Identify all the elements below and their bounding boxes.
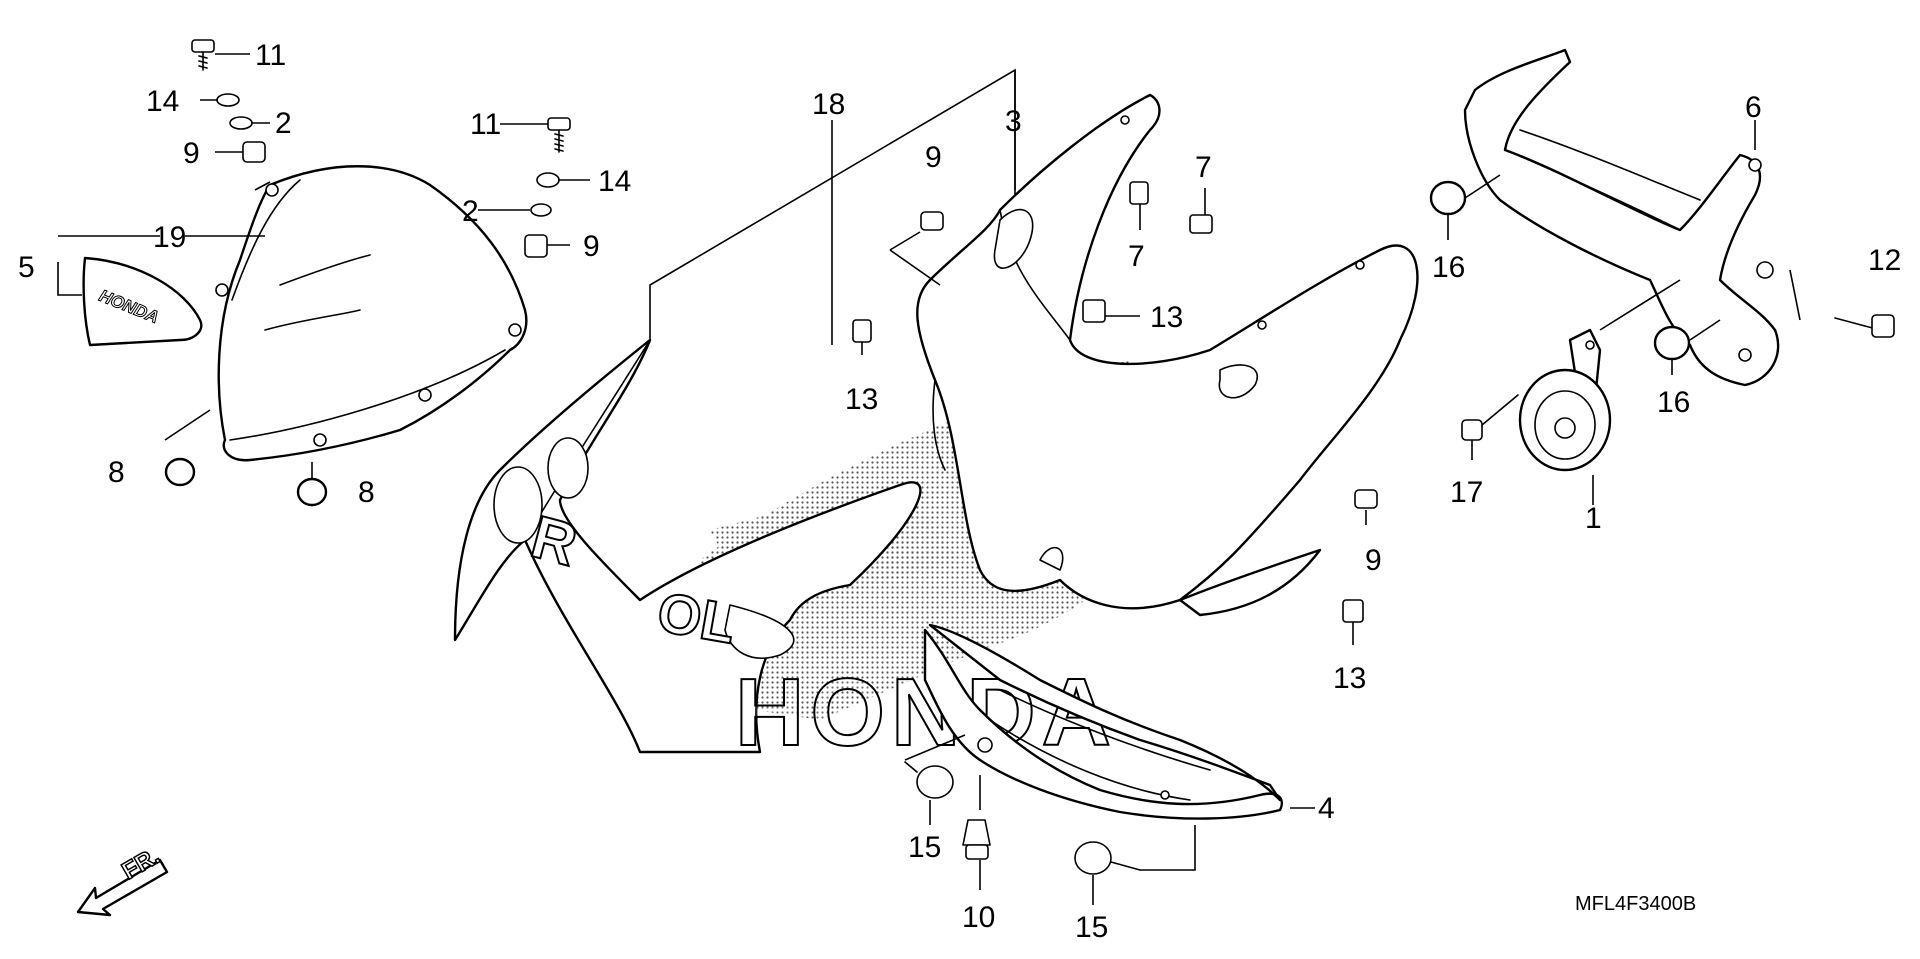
upper-cowl-part [916, 93, 1419, 617]
callout-8-right: 8 [358, 476, 375, 509]
collar-9-lower [524, 234, 548, 258]
bolt-11-lower [547, 117, 571, 153]
callout-9-right: 9 [1365, 544, 1382, 577]
clip-7-left [1129, 181, 1149, 205]
callout-14-upper: 14 [146, 85, 179, 118]
callout-8-left: 8 [108, 456, 125, 489]
front-direction-arrow: FR. [76, 842, 169, 917]
honda-decal-part: HONDA [82, 256, 203, 347]
meter-stay-part [1463, 48, 1780, 387]
washer-14-lower [536, 172, 560, 188]
callout-18: 18 [812, 88, 845, 121]
nut-13-left [852, 319, 872, 343]
callout-9-lower: 9 [583, 230, 600, 263]
bolt-12 [1834, 314, 1895, 338]
nut-13-right [1342, 599, 1364, 623]
callout-17: 17 [1450, 476, 1483, 509]
washer-14-upper [216, 93, 240, 107]
callout-5: 5 [18, 251, 35, 284]
inner-cowl-part [923, 623, 1283, 820]
callout-2-upper: 2 [275, 107, 292, 140]
collar-9-upper [242, 141, 266, 163]
callout-9-upper: 9 [183, 137, 200, 170]
drawing-code: MFL4F3400B [1575, 893, 1696, 915]
horn-part [1518, 328, 1612, 472]
callout-9-mid: 9 [925, 141, 942, 174]
callout-6: 6 [1745, 91, 1762, 124]
side-fairing-part: R OL [453, 338, 922, 754]
rubber-8-left [164, 457, 196, 487]
rubber-16-lower [1653, 325, 1691, 361]
callout-15-left: 15 [908, 831, 941, 864]
callout-15-right: 15 [1075, 911, 1108, 944]
clip-15-left [904, 761, 954, 799]
grommet-2-lower [530, 203, 552, 217]
rivet-10 [962, 819, 991, 860]
callout-13-right: 13 [1333, 662, 1366, 695]
callout-12: 12 [1868, 244, 1901, 277]
windscreen-part [215, 165, 528, 462]
callout-7-right: 7 [1195, 151, 1212, 184]
bolt-11-upper [191, 39, 215, 71]
callout-4: 4 [1318, 792, 1335, 825]
callout-14-lower: 14 [598, 165, 631, 198]
callout-19: 19 [153, 221, 186, 254]
callout-3: 3 [1005, 105, 1022, 138]
callout-labels: 11 14 2 9 19 5 8 8 11 14 2 9 18 3 9 7 7 … [18, 39, 1901, 944]
nut-13-mid [1082, 299, 1106, 323]
callout-13-mid: 13 [1150, 301, 1183, 334]
rubber-16-upper [1429, 180, 1467, 216]
collar-9-mid [920, 211, 944, 231]
fairing-letters-ol: OL [653, 580, 741, 656]
collar-9-right [1354, 489, 1378, 509]
callout-1: 1 [1585, 502, 1602, 535]
bolt-17 [1461, 394, 1519, 441]
callout-11-upper: 11 [255, 39, 286, 72]
rubber-8-right [296, 477, 328, 507]
callout-10: 10 [962, 901, 995, 934]
leader-lines [57, 53, 1801, 905]
callout-16-upper: 16 [1432, 251, 1465, 284]
callout-16-lower: 16 [1657, 386, 1690, 419]
callout-7-left: 7 [1128, 240, 1145, 273]
callout-2-lower: 2 [462, 195, 479, 228]
callout-13-left: 13 [845, 383, 878, 416]
callout-11-lower: 11 [470, 108, 501, 141]
clip-15-right [1074, 841, 1141, 875]
grommet-2-upper [229, 116, 253, 130]
clip-7-right [1189, 214, 1213, 234]
